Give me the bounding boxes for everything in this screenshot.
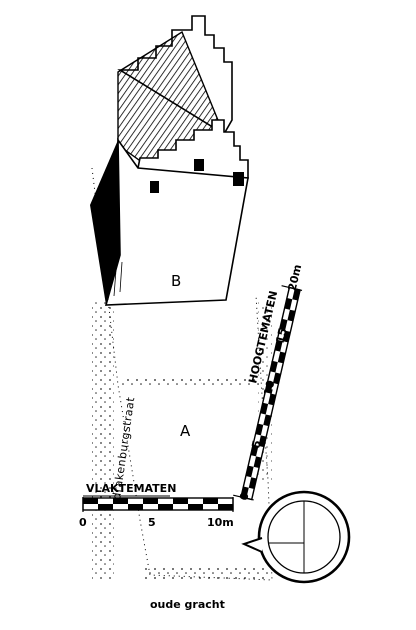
scale-segment	[287, 309, 296, 322]
round-tower-plan	[241, 490, 351, 584]
scale-segment	[258, 435, 267, 448]
scale-segment	[218, 504, 233, 510]
scale-segment	[253, 456, 262, 469]
scale-segment	[248, 477, 257, 489]
v-tick-label: 10	[261, 379, 277, 397]
scale-segment	[113, 498, 128, 504]
scale-segment	[241, 486, 249, 499]
h-tick-label: 10m	[207, 516, 234, 529]
scale-segment	[245, 465, 254, 478]
scale-segment	[173, 498, 188, 504]
v-tick-label: 20m	[286, 263, 305, 292]
scale-segment	[272, 372, 281, 385]
canal-label: oude gracht	[150, 598, 225, 611]
scale-segment	[265, 381, 273, 394]
scale-segment	[98, 504, 113, 510]
scale-segment	[250, 444, 259, 457]
scale-segment	[188, 504, 203, 510]
scale-segment	[268, 393, 276, 406]
scale-segment	[292, 288, 301, 301]
h-tick-label: 5	[148, 516, 156, 529]
v-tick-label: 5	[249, 439, 263, 449]
scale-segment	[158, 504, 173, 510]
tower-body	[104, 137, 249, 306]
tower-shadow-face	[90, 140, 120, 305]
scale-segment	[277, 351, 286, 364]
scale-segment	[260, 402, 269, 415]
front-stepped-gable	[137, 119, 249, 179]
h-tick-label: 0	[79, 516, 87, 529]
vertical-scale	[233, 285, 303, 501]
horizontal-scale-title: VLAKTEMATEN	[86, 482, 176, 495]
window-left	[150, 181, 159, 193]
scale-segment	[83, 498, 98, 504]
scale-segment	[282, 330, 291, 343]
scale-segment	[279, 318, 288, 331]
tower-b	[90, 15, 249, 306]
scale-segment	[263, 414, 272, 427]
scale-segment	[128, 504, 143, 510]
scale-segment	[284, 297, 293, 310]
scale-segment	[255, 423, 264, 436]
building-b-label: B	[171, 272, 181, 290]
scale-segment	[270, 360, 278, 373]
scale-segment	[143, 498, 158, 504]
window-middle	[194, 159, 204, 171]
plot-a-label: A	[180, 422, 191, 440]
horizontal-scale	[82, 495, 234, 512]
scale-segment	[203, 498, 218, 504]
v-tick-label: 15	[274, 327, 290, 345]
window-right	[233, 172, 244, 186]
scale-segment	[274, 339, 283, 352]
v-tick-label: 0	[237, 491, 251, 502]
